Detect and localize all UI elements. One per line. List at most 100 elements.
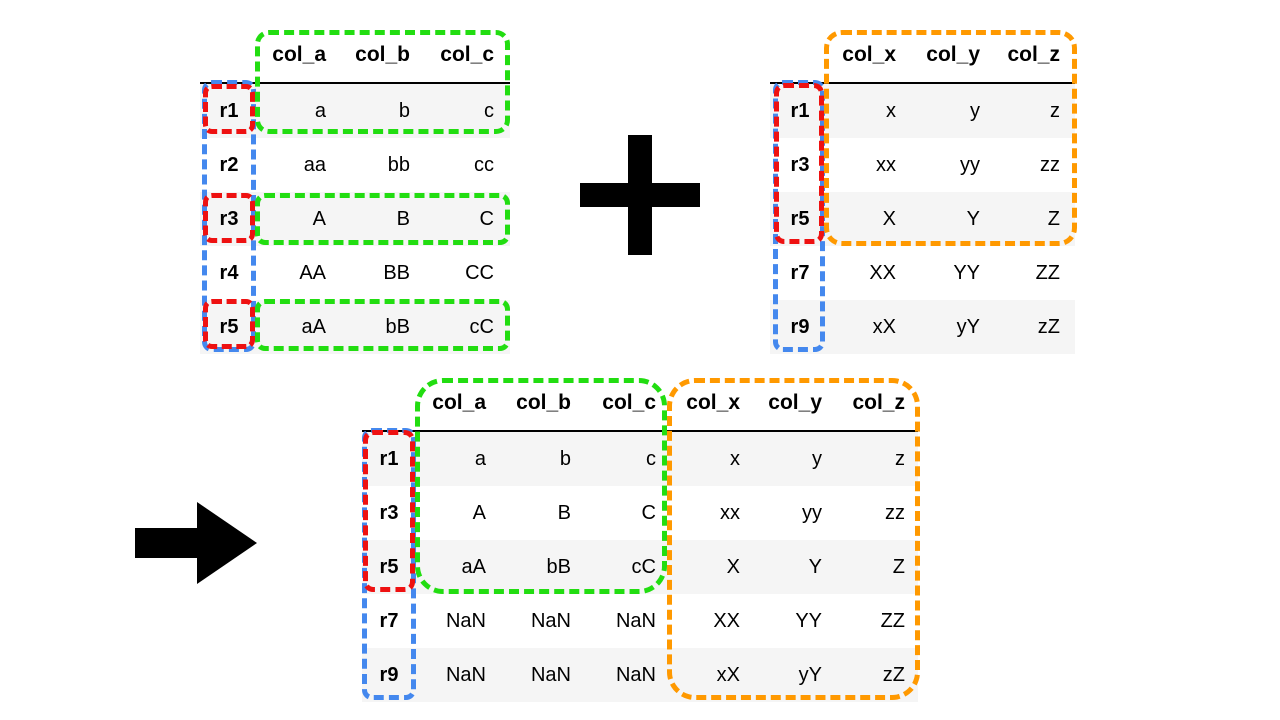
result-table: col_a col_b col_c col_x col_y col_z r1 a…: [362, 388, 918, 702]
column-header: col_b: [355, 43, 410, 66]
table-row: r7 XX YY ZZ: [770, 246, 1075, 300]
table-cell: zz: [1040, 154, 1060, 176]
right-table-header: col_x col_y col_z: [770, 40, 1075, 70]
table-cell: xx: [720, 502, 740, 524]
table-cell: Z: [1047, 208, 1060, 230]
table-cell: BB: [383, 262, 410, 284]
table-row: r3 A B C xx yy zz: [362, 486, 918, 540]
table-cell: zZ: [1037, 316, 1060, 338]
table-row: r1 a b c x y z: [362, 432, 918, 486]
table-cell: NaN: [445, 664, 486, 686]
table-cell: aa: [303, 154, 326, 176]
table-cell: bB: [385, 316, 410, 338]
column-header: col_y: [768, 391, 822, 414]
row-index: r5: [219, 316, 239, 338]
table-row: r9 NaN NaN NaN xX yY zZ: [362, 648, 918, 702]
table-cell: x: [886, 100, 896, 122]
table-row: r9 xX yY zZ: [770, 300, 1075, 354]
table-cell: zz: [885, 502, 905, 524]
column-header: col_x: [842, 43, 896, 66]
table-cell: xX: [872, 316, 896, 338]
table-cell: NaN: [530, 610, 571, 632]
table-cell: A: [312, 208, 326, 230]
table-cell: Z: [892, 556, 905, 578]
header-rule: [770, 82, 1075, 84]
table-row: r5 aA bB cC: [200, 300, 510, 354]
row-index: r3: [379, 502, 399, 524]
row-index: r9: [379, 664, 399, 686]
table-cell: NaN: [615, 610, 656, 632]
table-cell: AA: [299, 262, 326, 284]
table-cell: X: [882, 208, 896, 230]
table-cell: zZ: [882, 664, 905, 686]
table-cell: ZZ: [880, 610, 905, 632]
row-index: r1: [219, 100, 239, 122]
arrow-right-icon: [135, 502, 257, 584]
table-cell: z: [1050, 100, 1060, 122]
table-cell: c: [646, 448, 656, 470]
table-row: r2 aa bb cc: [200, 138, 510, 192]
table-cell: z: [895, 448, 905, 470]
table-row: r4 AA BB CC: [200, 246, 510, 300]
table-cell: NaN: [615, 664, 656, 686]
column-header: col_c: [602, 391, 656, 414]
table-cell: y: [812, 448, 822, 470]
column-header: col_a: [432, 391, 486, 414]
table-cell: b: [559, 448, 571, 470]
result-table-header: col_a col_b col_c col_x col_y col_z: [362, 388, 918, 418]
row-index: r1: [379, 448, 399, 470]
table-cell: bb: [387, 154, 410, 176]
table-cell: yY: [956, 316, 980, 338]
table-row: r5 X Y Z: [770, 192, 1075, 246]
left-table-header: col_a col_b col_c: [200, 40, 510, 70]
table-cell: C: [479, 208, 494, 230]
table-cell: B: [557, 502, 571, 524]
table-cell: XX: [713, 610, 740, 632]
header-rule: [362, 430, 918, 432]
table-cell: Y: [966, 208, 980, 230]
right-table: col_x col_y col_z r1 x y z r3 xx yy zz r…: [770, 40, 1075, 354]
table-cell: b: [398, 100, 410, 122]
left-table: col_a col_b col_c r1 a b c r2 aa bb cc r…: [200, 40, 510, 354]
column-header: col_x: [686, 391, 740, 414]
column-header: col_a: [272, 43, 326, 66]
column-header: col_z: [1007, 43, 1060, 66]
table-cell: a: [474, 448, 486, 470]
table-cell: ZZ: [1035, 262, 1060, 284]
table-cell: a: [314, 100, 326, 122]
table-cell: xX: [716, 664, 740, 686]
table-cell: aA: [301, 316, 326, 338]
table-cell: YY: [953, 262, 980, 284]
row-index: r5: [790, 208, 810, 230]
table-cell: bB: [546, 556, 571, 578]
header-rule: [200, 82, 510, 84]
table-cell: X: [726, 556, 740, 578]
table-cell: CC: [465, 262, 494, 284]
row-index: r5: [379, 556, 399, 578]
row-index: r4: [219, 262, 239, 284]
table-cell: A: [472, 502, 486, 524]
table-cell: cC: [469, 316, 494, 338]
table-cell: NaN: [445, 610, 486, 632]
table-row: r3 A B C: [200, 192, 510, 246]
table-row: r3 xx yy zz: [770, 138, 1075, 192]
table-cell: Y: [808, 556, 822, 578]
table-cell: cC: [631, 556, 656, 578]
row-index: r2: [219, 154, 239, 176]
column-header: col_z: [852, 391, 905, 414]
table-cell: B: [396, 208, 410, 230]
column-header: col_b: [516, 391, 571, 414]
table-row: r5 aA bB cC X Y Z: [362, 540, 918, 594]
row-index: r7: [379, 610, 399, 632]
plus-icon: [580, 135, 700, 255]
column-header: col_c: [440, 43, 494, 66]
table-row: r7 NaN NaN NaN XX YY ZZ: [362, 594, 918, 648]
table-cell: yy: [960, 154, 980, 176]
row-index: r3: [790, 154, 810, 176]
table-cell: yY: [798, 664, 822, 686]
table-cell: yy: [802, 502, 822, 524]
row-index: r9: [790, 316, 810, 338]
table-cell: XX: [869, 262, 896, 284]
row-index: r7: [790, 262, 810, 284]
table-cell: aA: [461, 556, 486, 578]
